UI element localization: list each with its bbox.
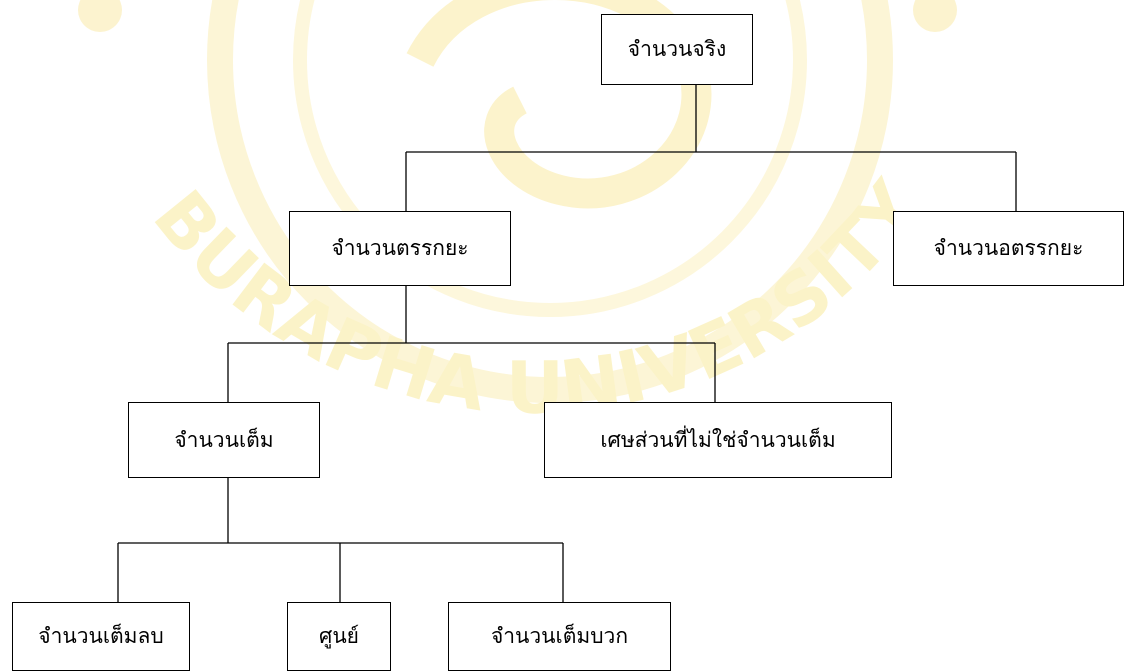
node-negative-integers: จำนวนเต็มลบ bbox=[12, 602, 190, 671]
node-label: เศษส่วนที่ไม่ใช่จำนวนเต็ม bbox=[600, 427, 836, 452]
node-integers: จำนวนเต็ม bbox=[128, 402, 320, 478]
node-label: จำนวนตรรกยะ bbox=[331, 236, 469, 260]
node-label: จำนวนเต็มลบ bbox=[38, 624, 164, 648]
node-label: จำนวนเต็ม bbox=[174, 427, 274, 452]
node-non-integer-fractions: เศษส่วนที่ไม่ใช่จำนวนเต็ม bbox=[544, 402, 892, 478]
node-real-numbers: จำนวนจริง bbox=[601, 14, 753, 85]
node-irrational-numbers: จำนวนอตรรกยะ bbox=[893, 211, 1124, 286]
node-positive-integers: จำนวนเต็มบวก bbox=[448, 602, 671, 671]
node-label: จำนวนอตรรกยะ bbox=[933, 236, 1084, 260]
node-label: จำนวนเต็มบวก bbox=[490, 624, 629, 648]
node-rational-numbers: จำนวนตรรกยะ bbox=[289, 211, 511, 286]
node-label: จำนวนจริง bbox=[627, 37, 727, 61]
node-zero: ศูนย์ bbox=[287, 602, 391, 671]
node-label: ศูนย์ bbox=[319, 624, 359, 648]
